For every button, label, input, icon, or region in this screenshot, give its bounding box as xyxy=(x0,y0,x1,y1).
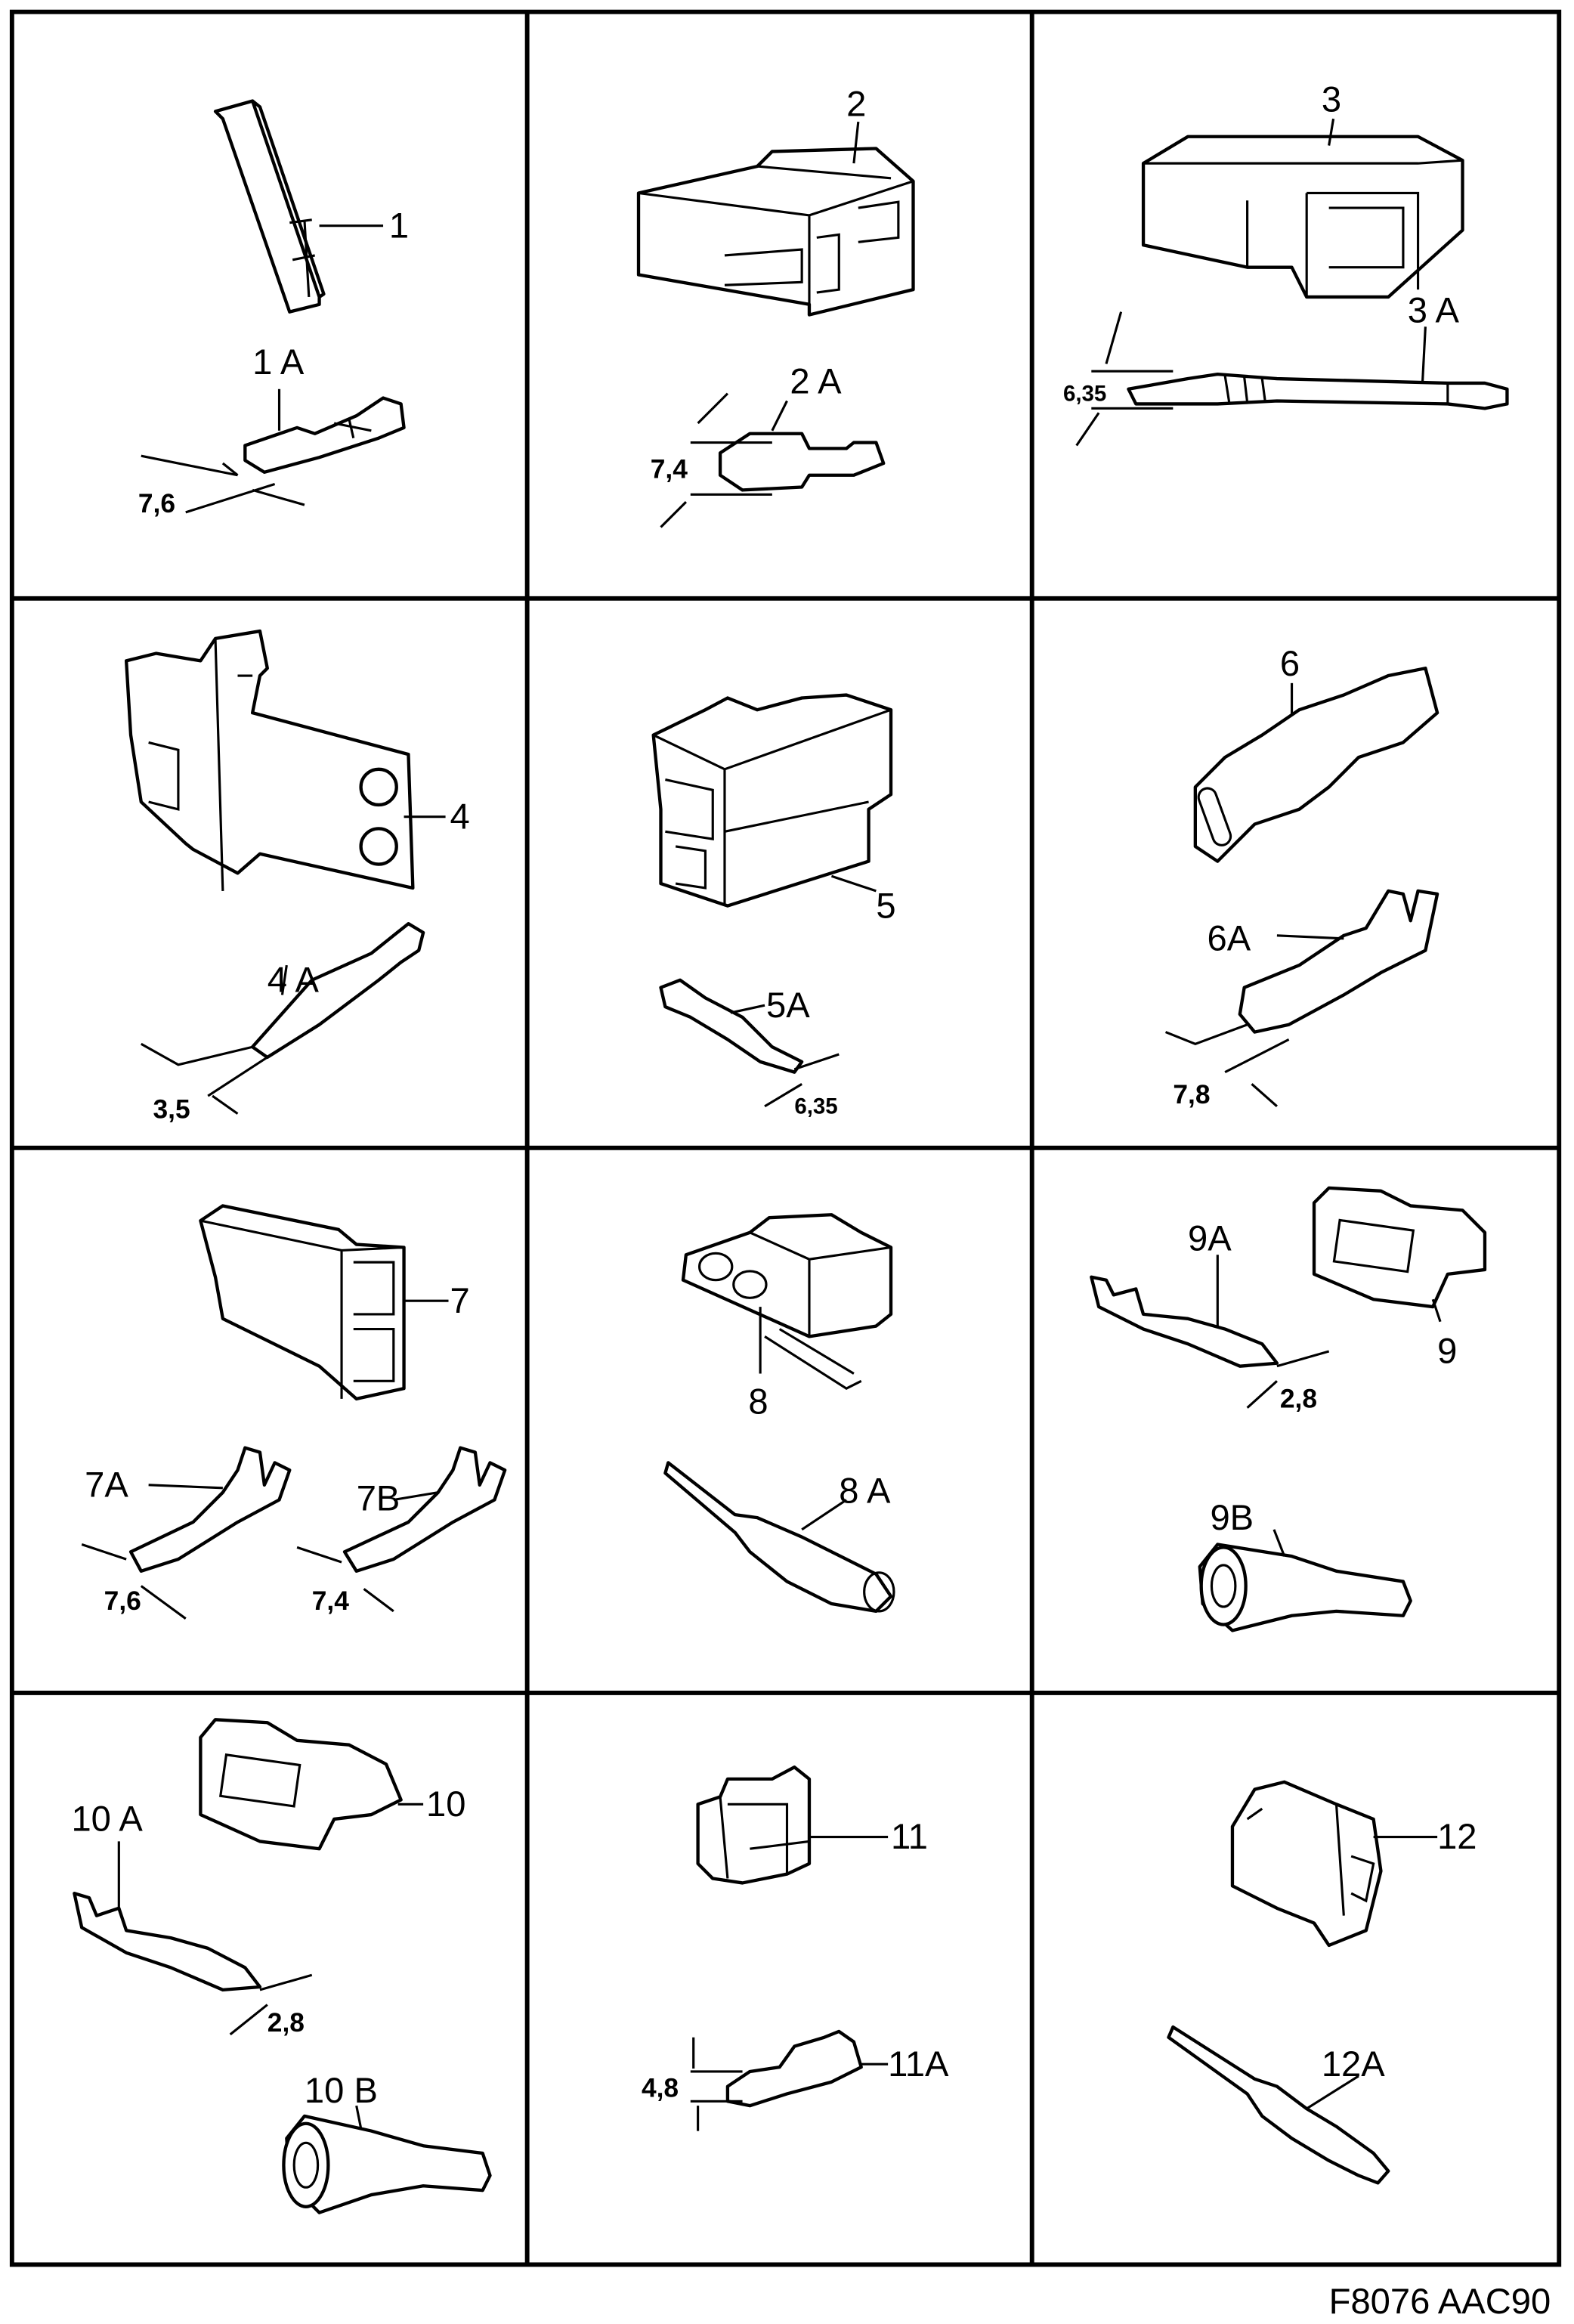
terminal-4a-drawing xyxy=(250,921,425,1060)
terminal-2a-drawing xyxy=(718,432,886,492)
cell-8: 8 8 A xyxy=(663,1213,895,1614)
label-terminal-2a: 2 A xyxy=(790,361,842,401)
connector-4-drawing xyxy=(124,629,415,890)
connector-6-drawing xyxy=(1193,667,1439,863)
label-part-11: 11 xyxy=(891,1816,928,1856)
label-dimension-4-8: 4,8 xyxy=(642,2073,679,2103)
cell-6: 6 6A 7,8 xyxy=(1164,643,1439,1109)
cell-5: 5 5A 6,35 xyxy=(651,693,896,1119)
label-terminal-8a: 8 A xyxy=(839,1470,891,1510)
connector-8-drawing xyxy=(681,1213,893,1338)
label-terminal-7b: 7B xyxy=(357,1478,400,1518)
label-dimension-7-8: 7,8 xyxy=(1173,1080,1210,1109)
label-seal-10b: 10 B xyxy=(305,2070,378,2110)
label-dimension-7-4: 7,4 xyxy=(651,455,688,484)
label-terminal-4a: 4 A xyxy=(267,960,320,1000)
cell-3: 3 3 A 6,35 xyxy=(1063,79,1509,447)
terminal-1a-drawing xyxy=(243,396,406,474)
label-part-7: 7 xyxy=(450,1280,469,1320)
label-seal-9b: 9B xyxy=(1210,1497,1254,1537)
cell-12: 12 12A xyxy=(1167,1780,1477,2185)
figure-code: F8076 AAC90 xyxy=(1329,2281,1551,2321)
label-part-10: 10 xyxy=(426,1784,465,1824)
label-dimension-2-8-b: 2,8 xyxy=(267,2008,305,2038)
connector-3-drawing xyxy=(1141,135,1464,299)
grid-frame xyxy=(9,9,1562,2267)
terminal-10a-drawing xyxy=(73,1892,262,1992)
label-dimension-7-6: 7,6 xyxy=(138,489,175,518)
terminal-11a-drawing xyxy=(725,2029,863,2108)
connector-2-drawing xyxy=(636,147,915,317)
label-part-6: 6 xyxy=(1280,643,1300,683)
label-part-8: 8 xyxy=(748,1382,768,1422)
label-terminal-6a: 6A xyxy=(1208,918,1251,958)
label-dimension-7-4-b: 7,4 xyxy=(312,1586,349,1616)
label-terminal-12a: 12A xyxy=(1322,2044,1385,2084)
label-dimension-2-8: 2,8 xyxy=(1280,1385,1317,1414)
label-dimension-6-35: 6,35 xyxy=(1063,382,1106,407)
label-terminal-9a: 9A xyxy=(1188,1218,1232,1258)
terminal-7b-drawing xyxy=(342,1446,507,1573)
label-dimension-6-35-b: 6,35 xyxy=(794,1094,837,1119)
connector-10-drawing xyxy=(199,1718,403,1851)
label-part-2: 2 xyxy=(846,83,866,123)
cell-9: 9 9A 2,8 9B xyxy=(1090,1186,1487,1632)
terminal-8a-drawing xyxy=(663,1461,893,1614)
label-part-1: 1 xyxy=(389,205,409,245)
cell-10: 10 10 A 2,8 10 B xyxy=(71,1718,492,2214)
label-dimension-3-5: 3,5 xyxy=(153,1095,190,1125)
label-terminal-10a: 10 A xyxy=(71,1799,143,1839)
connector-11-drawing xyxy=(696,1765,812,1885)
label-terminal-1a: 1 A xyxy=(252,342,305,382)
label-part-3: 3 xyxy=(1322,79,1341,119)
connector-7-drawing xyxy=(199,1204,406,1401)
cell-4: 4 4 A 3,5 xyxy=(124,629,470,1125)
connector-12-drawing xyxy=(1230,1780,1383,1948)
terminal-9a-drawing xyxy=(1090,1275,1279,1368)
terminal-3a-drawing xyxy=(1127,372,1509,410)
cell-11: 11 11A 4,8 xyxy=(642,1765,949,2131)
label-terminal-3a: 3 A xyxy=(1408,289,1460,330)
terminal-6a-drawing xyxy=(1238,889,1439,1034)
label-terminal-7a: 7A xyxy=(85,1465,128,1505)
label-terminal-11a: 11A xyxy=(888,2044,949,2084)
terminal-12a-drawing xyxy=(1167,2025,1390,2185)
cell-1: 1 1 A 7,6 xyxy=(138,99,409,518)
terminal-7a-drawing xyxy=(128,1446,292,1573)
cell-2: 2 2 A 7,4 xyxy=(636,83,915,528)
connector-9-drawing xyxy=(1312,1186,1487,1309)
connector-5-drawing xyxy=(651,693,893,908)
label-part-5: 5 xyxy=(876,885,895,925)
cell-7: 7 7A 7,6 7B 7,4 xyxy=(81,1204,507,1620)
label-terminal-5a: 5A xyxy=(766,985,810,1025)
label-part-9: 9 xyxy=(1437,1331,1457,1371)
label-dimension-7-6-b: 7,6 xyxy=(104,1586,141,1616)
label-part-4: 4 xyxy=(450,796,469,836)
label-part-12: 12 xyxy=(1437,1816,1477,1856)
